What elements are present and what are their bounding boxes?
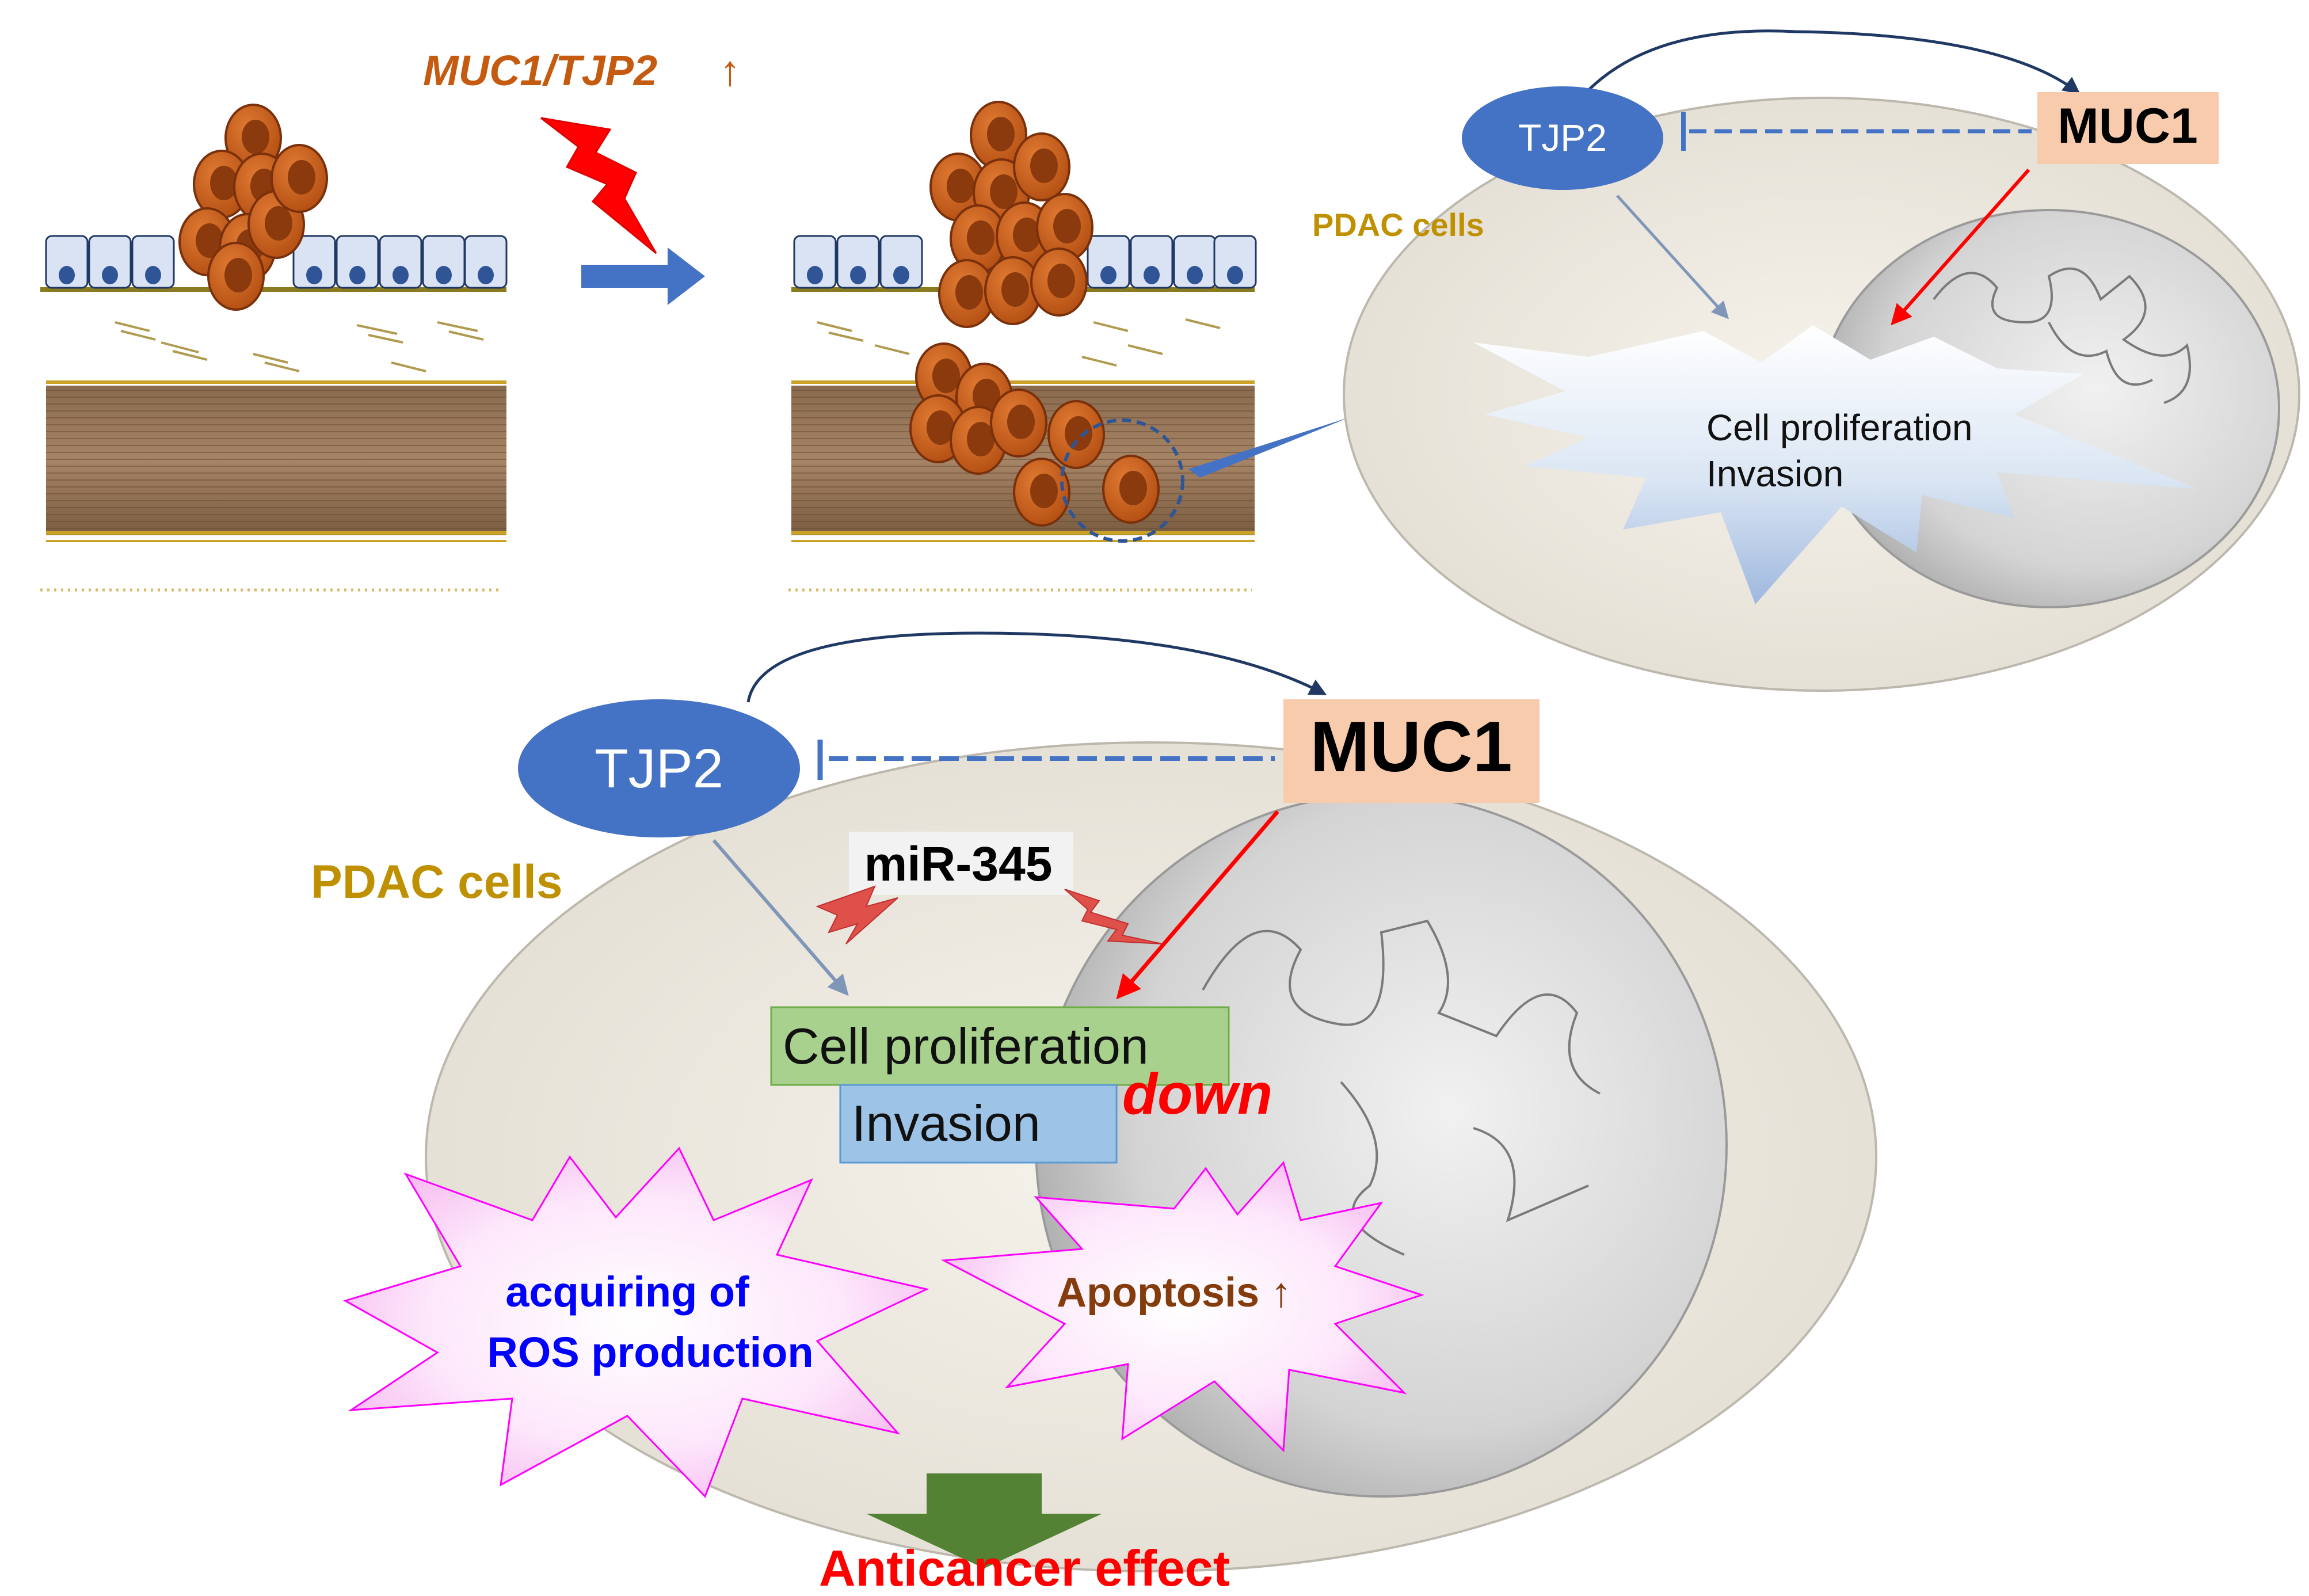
cell-bottom-tjp2-label: TJP2 <box>595 738 723 799</box>
epithelial-cell <box>1213 235 1257 289</box>
zoom-pointer-icon <box>1188 417 1350 478</box>
muc1-tjp2-label: MUC1/TJP2 <box>423 47 657 94</box>
cell-top-muc1-label: MUC1 <box>2057 98 2198 154</box>
cell-top-tjp2-label: TJP2 <box>1518 116 1607 159</box>
stroma-fibers <box>115 321 484 372</box>
epithelial-cell <box>292 235 336 289</box>
proliferation-box <box>770 1006 1230 1086</box>
tumor-cell <box>970 101 1027 170</box>
ros-line1: acquiring of <box>505 1268 749 1316</box>
cell-top-tjp2-arrow <box>1616 195 1729 319</box>
progression-arrow-icon <box>581 247 705 305</box>
tissue-normal <box>40 104 508 592</box>
cell-bottom: TJP2 MUC1 PDAC cells miR-345 Cell prolif… <box>311 631 1877 1596</box>
lightning-bolt-icon <box>540 117 657 254</box>
outcome-label: Anticancer effect <box>819 1540 1230 1593</box>
cell-bottom-feedback-arrow <box>746 631 1327 703</box>
proliferation-label: Cell proliferation <box>783 1018 1149 1075</box>
ros-burst <box>343 1146 929 1498</box>
upregulation-label-group: MUC1/TJP2 ↑ <box>423 47 741 305</box>
epithelium-invasive <box>793 235 1257 289</box>
epithelial-cell <box>879 235 923 289</box>
tumor-cell <box>1030 247 1088 317</box>
cell-top-tjp2-node <box>1462 86 1663 190</box>
cell-top-feedback-arrow <box>1564 29 2081 119</box>
cell-bottom-muc1-node <box>1283 699 1540 803</box>
apoptosis-burst <box>940 1160 1424 1453</box>
zoom-circle <box>1060 418 1184 543</box>
cell-bottom-tjp2-node <box>518 699 800 837</box>
epithelial-cell <box>1173 235 1217 289</box>
tumor-cell <box>270 144 328 213</box>
tumor-cell <box>1013 458 1070 527</box>
tumor-cell <box>207 242 265 311</box>
mir345-label: miR-345 <box>864 837 1053 891</box>
up-arrow-symbol: ↑ <box>719 47 741 94</box>
tumor-cell <box>990 388 1047 458</box>
outcome-arrow-icon <box>866 1473 1102 1568</box>
cell-top: Cell proliferation Invasion TJP2 MUC1 PD… <box>1312 29 2300 692</box>
cell-top-muc1-arrow <box>1891 169 2030 326</box>
down-label: down <box>1122 1062 1272 1126</box>
tumor-cluster-invasive <box>909 101 1160 527</box>
epithelial-cell <box>379 235 422 289</box>
cell-top-pdac-label: PDAC cells <box>1312 207 1484 243</box>
mir345-lightning-left-icon <box>816 885 898 944</box>
tumor-cell <box>193 150 250 219</box>
epithelial-cell <box>836 235 880 289</box>
cell-bottom-muc1-label: MUC1 <box>1310 707 1512 787</box>
tissue-invasive <box>788 101 1350 592</box>
ros-line2: ROS production <box>487 1328 813 1376</box>
epithelial-cell <box>464 235 508 289</box>
tumor-cluster-normal <box>178 104 328 311</box>
burst-top-line2: Invasion <box>1706 453 1843 494</box>
cell-bottom-tjp2-arrow <box>712 839 849 996</box>
tumor-cell <box>1047 400 1105 469</box>
burst-top-line1: Cell proliferation <box>1706 407 1972 448</box>
tumor-cell <box>1013 132 1070 201</box>
tumor-cell <box>1102 455 1160 524</box>
epithelial-cell <box>131 235 175 289</box>
epithelial-cell <box>422 235 466 289</box>
burst-top <box>1473 325 2198 604</box>
epithelial-cell <box>45 235 89 289</box>
invasion-box <box>839 1084 1118 1164</box>
cell-top-muc1-node <box>2037 92 2219 164</box>
mir345-box <box>849 832 1073 895</box>
cell-bottom-muc1-arrow <box>1116 810 1279 1000</box>
cell-bottom-pdac-label: PDAC cells <box>311 856 563 908</box>
epithelial-cell <box>1087 235 1130 289</box>
tumor-cell <box>984 256 1042 325</box>
cell-bottom-chromatin <box>1202 919 1601 1256</box>
cell-top-chromatin <box>1933 267 2191 404</box>
epithelial-cell <box>88 235 132 289</box>
epithelium-left <box>45 235 508 289</box>
epithelial-cell <box>1130 235 1173 289</box>
invasion-label: Invasion <box>852 1095 1041 1152</box>
apoptosis-label: Apoptosis ↑ <box>1057 1270 1291 1316</box>
epithelial-cell <box>793 235 837 289</box>
epithelial-cell <box>336 235 379 289</box>
